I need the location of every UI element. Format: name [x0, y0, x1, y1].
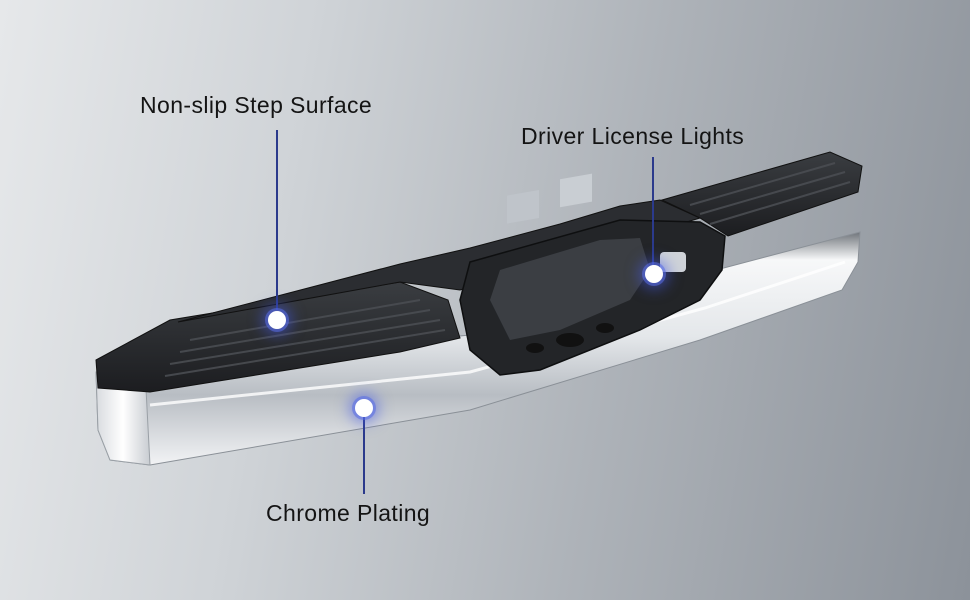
chrome-plating-callout: Chrome Plating	[266, 500, 431, 526]
step-surface-hotspot-icon	[268, 311, 286, 329]
license-lights-leader-line	[652, 157, 654, 267]
license-lights-callout: Driver License Lights	[521, 123, 745, 149]
chrome-plating-leader-line	[363, 412, 365, 494]
chrome-plating-hotspot-icon	[355, 399, 373, 417]
plate-opening-right	[560, 173, 592, 208]
plate-opening-left	[507, 189, 539, 224]
hitch-hole	[556, 333, 584, 347]
step-surface-callout: Non-slip Step Surface	[140, 92, 373, 118]
license-lights-hotspot-icon	[645, 265, 663, 283]
step-pad-right	[660, 151, 863, 237]
step-surface-leader-line	[276, 130, 278, 310]
step-pad-upper	[177, 199, 702, 323]
